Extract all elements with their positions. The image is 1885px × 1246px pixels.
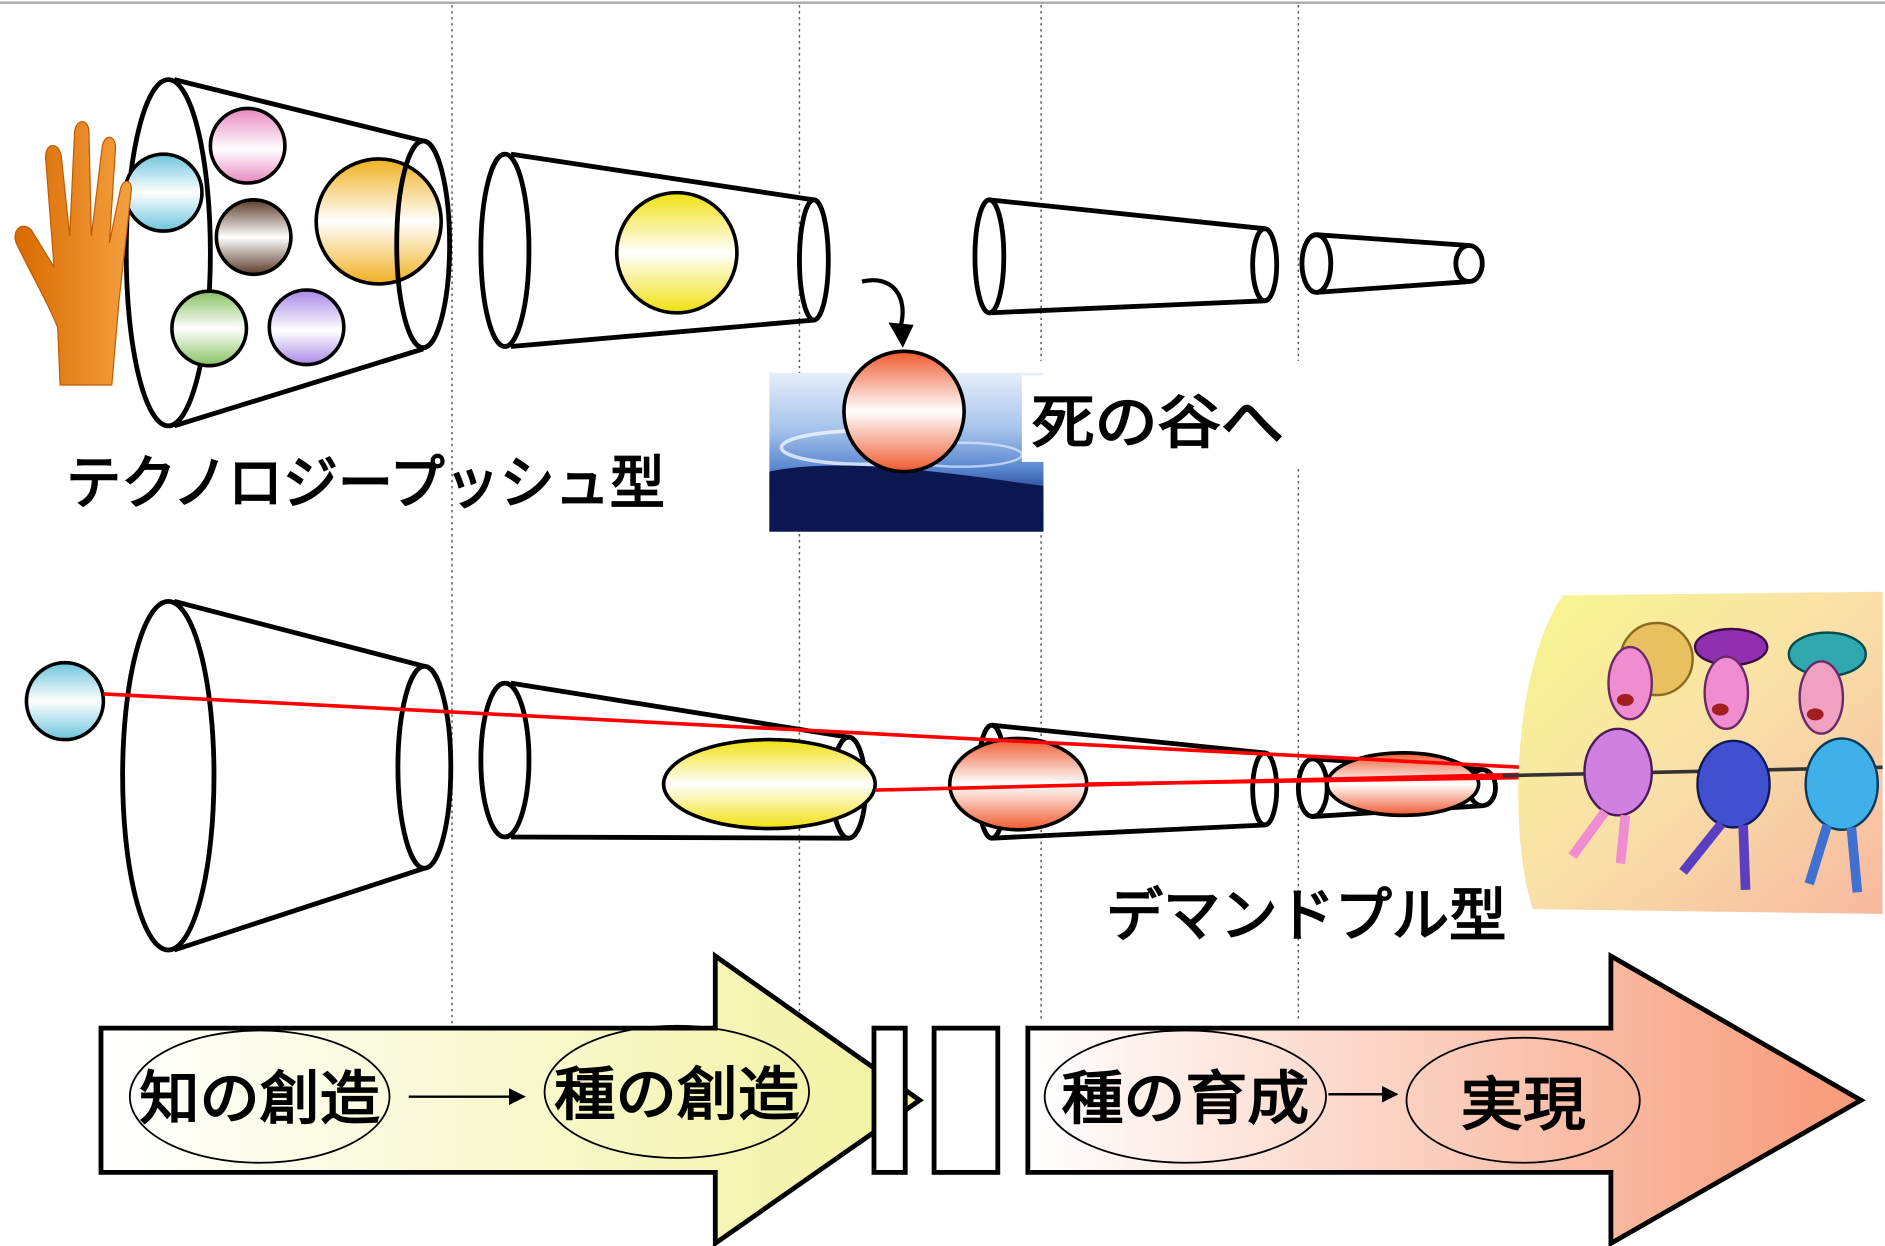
funnel-rim (478, 151, 532, 349)
stage-seed-creation-label: 種の創造 (554, 1061, 800, 1129)
funnel-rim (1250, 750, 1280, 828)
funnel-stage-1 (123, 77, 424, 429)
funnel-rim (478, 680, 532, 840)
funnel-stage-4 (1299, 232, 1485, 295)
stage-knowledge-creation-oval (128, 1029, 391, 1164)
idea-ball-yellow (614, 190, 739, 315)
funnel-rim (797, 197, 831, 323)
idea-capsule-red-final (1325, 751, 1481, 818)
idea-ball-gold (314, 157, 443, 286)
curved-arrow-icon (861, 278, 914, 348)
funnel-edge (510, 151, 815, 203)
funnel-stage-3 (972, 197, 1280, 316)
funnel-rim (1295, 756, 1330, 819)
idea-ball-pink (208, 106, 287, 185)
gap-block (931, 1025, 1001, 1175)
funnel-edge (510, 834, 849, 841)
funnel-stage-2 (478, 151, 831, 349)
stage-seed-creation-oval (543, 1024, 810, 1159)
pull-line (1086, 775, 1569, 786)
funnel-edge (510, 317, 815, 349)
funnel-rim (1299, 232, 1334, 295)
gap-block (871, 1025, 908, 1175)
idea-ball-cyan (123, 152, 204, 233)
valley-of-death-label: 死の谷へ (1031, 389, 1283, 457)
idea-ball-cyan-small (24, 660, 106, 742)
process-arrow-right (1025, 951, 1866, 1246)
funnel-edge (173, 346, 424, 429)
funnel-edge (1316, 279, 1470, 295)
idea-ball-red-falling (842, 349, 966, 474)
pull-lines (103, 692, 1569, 792)
funnel-rim (123, 77, 213, 429)
tug-of-war-people-image (1502, 591, 1883, 914)
funnel-edge (989, 298, 1265, 316)
funnel-rim (395, 663, 454, 871)
stage-realization-oval (1405, 1036, 1641, 1164)
idea-ball-brown (214, 198, 293, 277)
demand-pull-row: デマンドプル型 (24, 591, 1883, 953)
process-flow: 知の創造 種の創造 種の育成 実現 (98, 951, 1866, 1246)
funnel-edge (173, 865, 426, 953)
demand-pull-label: デマンドプル型 (1106, 882, 1506, 950)
idea-capsule-yellow (661, 737, 877, 831)
funnel-rim (972, 197, 1007, 316)
pull-line (103, 692, 1569, 772)
funnel-edge (1316, 232, 1470, 248)
funnel-edge (991, 822, 1265, 841)
label-backdrop (1021, 375, 1289, 462)
funnel-rim (120, 598, 217, 953)
technology-push-row: 死の谷へ テクノロジープッシュ型 (14, 77, 1485, 532)
stage-seed-nurturing-oval (1043, 1029, 1327, 1164)
funnel-edge (991, 722, 1265, 756)
stage-seed-nurturing-label: 種の育成 (1062, 1064, 1310, 1132)
idea-ball-green (170, 289, 249, 368)
technology-push-label: テクノロジープッシュ型 (66, 449, 665, 517)
funnel-edge (173, 599, 425, 669)
funnel-rim (1453, 243, 1485, 284)
funnel-stage-1 (120, 598, 454, 953)
stage-realization-label: 実現 (1461, 1070, 1586, 1138)
funnel-edge (989, 197, 1265, 232)
stage-knowledge-creation-label: 知の創造 (139, 1064, 380, 1132)
funnel-rim (394, 138, 453, 351)
funnel-edge (173, 77, 424, 144)
idea-ball-purple (267, 288, 346, 367)
funnel-rim (1250, 226, 1280, 304)
hand-icon (14, 121, 132, 386)
